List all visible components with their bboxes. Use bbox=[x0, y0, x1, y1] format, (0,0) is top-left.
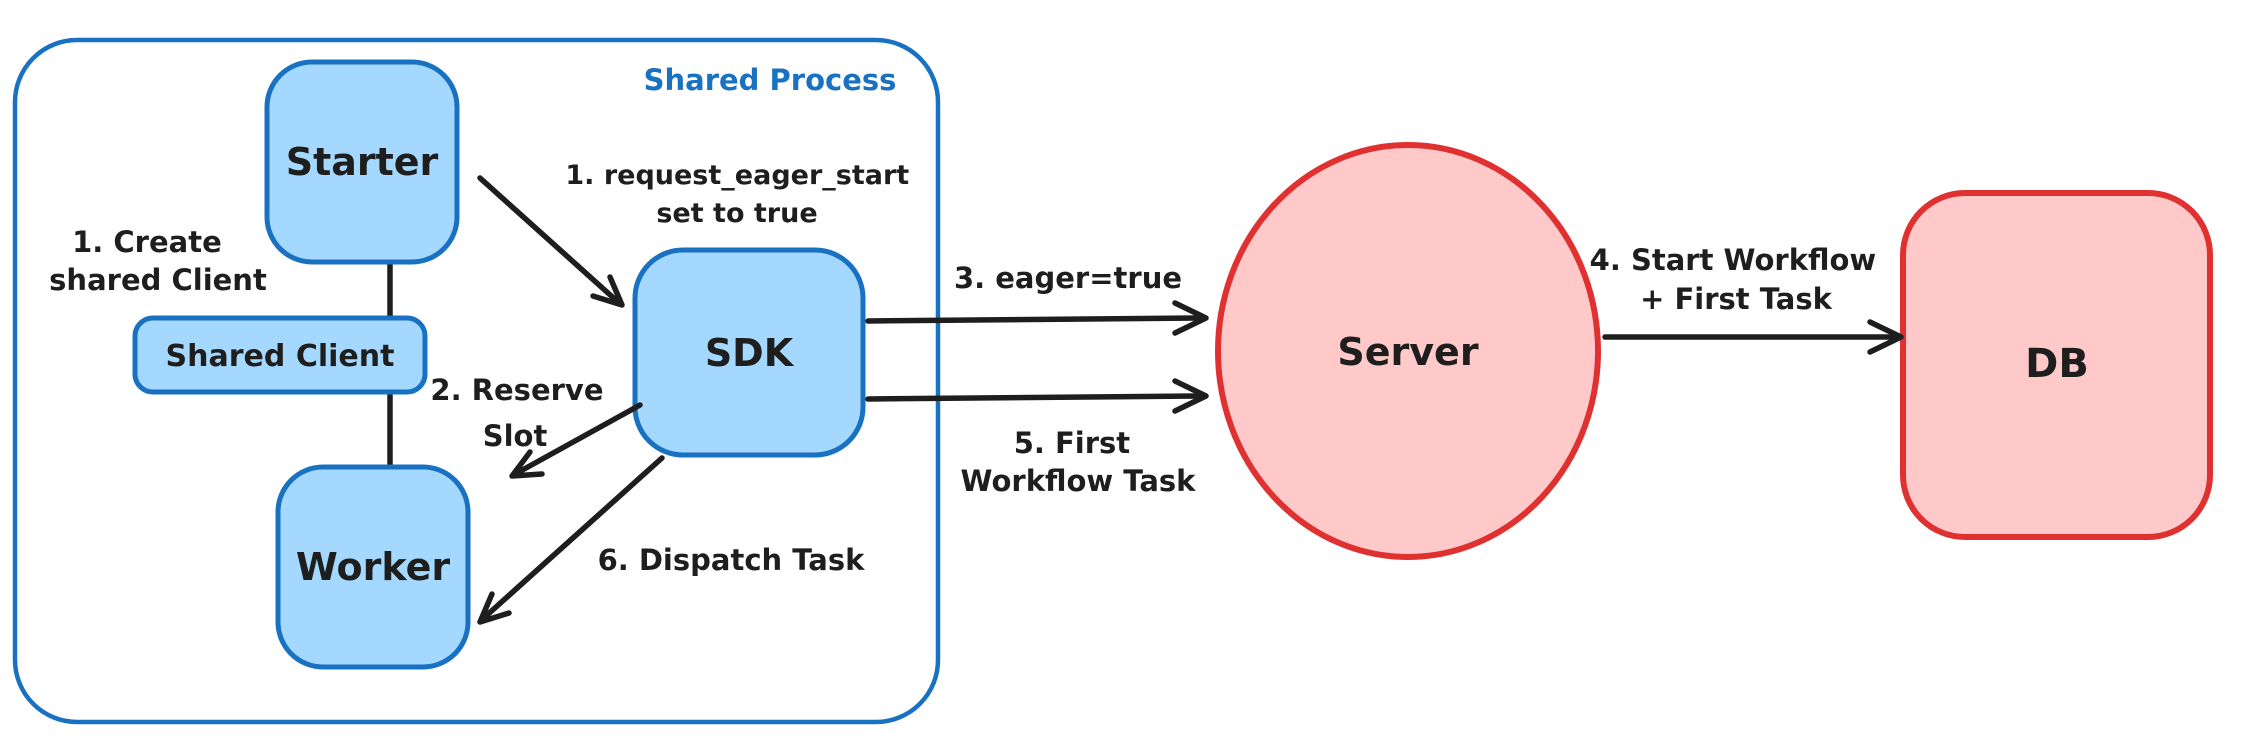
shared-client-node bbox=[132, 315, 428, 395]
server-label: Server bbox=[1337, 330, 1478, 374]
label-dispatch-task: 6. Dispatch Task bbox=[598, 543, 866, 577]
db-node bbox=[1900, 190, 2213, 540]
label-request-eager-start: 1. request_eager_start set to true bbox=[565, 160, 918, 229]
label-create-shared-client: 1. Create shared Client bbox=[49, 225, 267, 297]
starter-label: Starter bbox=[286, 140, 439, 184]
db-label: DB bbox=[2025, 341, 2089, 387]
starter-node bbox=[264, 59, 460, 265]
arrow-first-workflow-task bbox=[865, 378, 1209, 414]
sdk-node bbox=[632, 247, 866, 458]
shared-client-label: Shared Client bbox=[166, 339, 395, 374]
worker-node bbox=[275, 464, 471, 670]
shared-process-label: Shared Process bbox=[644, 63, 897, 97]
arrow-start-workflow bbox=[1602, 319, 1904, 355]
sdk-label: SDK bbox=[705, 331, 795, 375]
arrow-dispatch-task bbox=[477, 455, 665, 625]
worker-label: Worker bbox=[296, 545, 450, 589]
label-first-workflow-task: 5. First Workflow Task bbox=[961, 426, 1197, 498]
label-eager-true: 3. eager=true bbox=[954, 261, 1182, 295]
arrow-eager-true bbox=[865, 300, 1209, 336]
shared-process-container bbox=[12, 37, 941, 725]
label-start-workflow: 4. Start Workflow + First Task bbox=[1590, 243, 1887, 316]
label-reserve-slot: 2. Reserve Slot bbox=[430, 373, 613, 453]
server-node bbox=[1215, 142, 1601, 560]
arrow-reserve-slot bbox=[509, 402, 643, 479]
arrow-request-eager-start bbox=[477, 175, 625, 308]
